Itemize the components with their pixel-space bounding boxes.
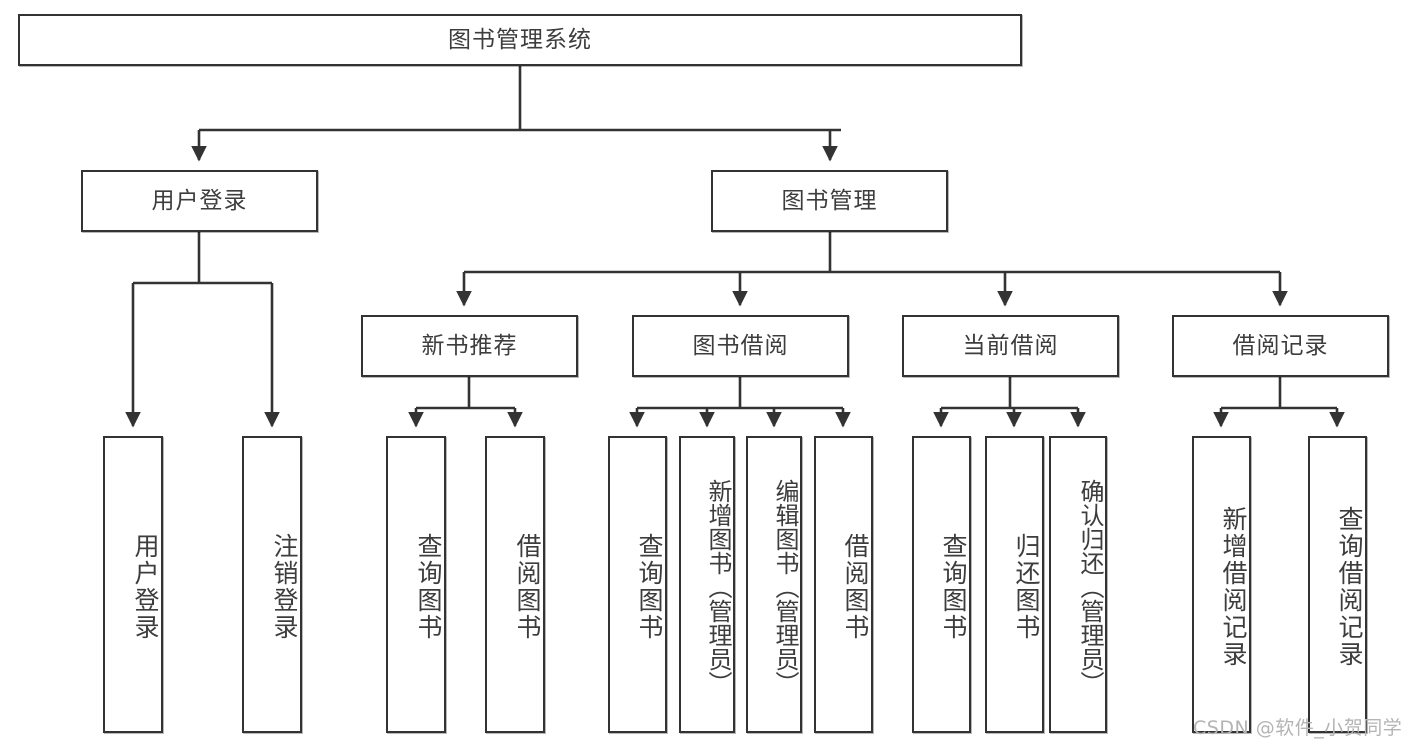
leaf-query-book-borrow[interactable]: 查询图书	[608, 436, 667, 733]
node-label: 当前借阅	[962, 332, 1059, 359]
leaf-add-book-admin[interactable]: 新增图书（管理员）	[679, 436, 735, 733]
node-label: 新增图书（管理员）	[704, 478, 732, 695]
leaf-query-borrow-record[interactable]: 查询借阅记录	[1308, 436, 1367, 733]
node-current-borrow[interactable]: 当前借阅	[902, 315, 1119, 377]
node-label: 新增借阅记录	[1219, 505, 1248, 668]
csdn-watermark: CSDN @软件_小贺同学	[1193, 717, 1403, 739]
leaf-edit-book-admin[interactable]: 编辑图书（管理员）	[746, 436, 802, 733]
node-book-management[interactable]: 图书管理	[711, 170, 948, 232]
node-label: 用户登录	[131, 532, 160, 641]
node-label: 查询图书	[635, 532, 664, 641]
node-label: 查询图书	[414, 532, 443, 641]
node-user-login[interactable]: 用户登录	[81, 170, 318, 232]
node-label: 确认归还（管理员）	[1076, 478, 1104, 695]
node-label: 新书推荐	[421, 332, 518, 359]
leaf-confirm-return-admin[interactable]: 确认归还（管理员）	[1049, 436, 1107, 733]
node-label: 归还图书	[1012, 532, 1041, 641]
node-borrow-record[interactable]: 借阅记录	[1172, 315, 1389, 377]
node-label: 用户登录	[151, 187, 248, 214]
node-new-book-recommend[interactable]: 新书推荐	[361, 315, 578, 377]
node-label: 查询图书	[939, 532, 968, 641]
leaf-query-book-newbook[interactable]: 查询图书	[386, 436, 446, 733]
leaf-add-borrow-record[interactable]: 新增借阅记录	[1192, 436, 1251, 733]
node-label: 借阅图书	[841, 532, 870, 641]
leaf-return-book[interactable]: 归还图书	[985, 436, 1044, 733]
leaf-logout[interactable]: 注销登录	[242, 436, 302, 733]
leaf-query-book-current[interactable]: 查询图书	[912, 436, 971, 733]
node-label: 借阅记录	[1232, 332, 1329, 359]
node-label: 注销登录	[270, 532, 299, 641]
leaf-borrow-book-borrow[interactable]: 借阅图书	[814, 436, 873, 733]
node-label: 借阅图书	[513, 532, 542, 641]
node-book-borrow[interactable]: 图书借阅	[632, 315, 849, 377]
leaf-borrow-book-newbook[interactable]: 借阅图书	[485, 436, 545, 733]
leaf-user-login[interactable]: 用户登录	[103, 436, 163, 733]
node-label: 图书管理	[781, 187, 878, 214]
node-label: 图书借阅	[692, 332, 789, 359]
node-label: 图书管理系统	[448, 26, 592, 53]
node-root-system[interactable]: 图书管理系统	[18, 14, 1022, 66]
node-label: 编辑图书（管理员）	[771, 478, 799, 695]
node-label: 查询借阅记录	[1335, 505, 1364, 668]
